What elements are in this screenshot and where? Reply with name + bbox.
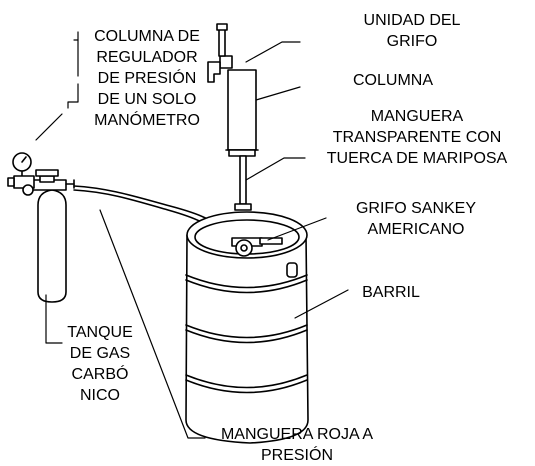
label-gas-hose-line-2: PRESIÓN: [260, 447, 333, 464]
label-tower-line-1: COLUMNA: [352, 72, 433, 89]
label-regulator-line-1: COLUMNA DE: [94, 28, 200, 45]
label-regulator-line-5: MANÓMETRO: [94, 112, 200, 129]
label-faucet: UNIDAD DEL GRIFO: [322, 10, 502, 52]
label-coupler-line-1: GRIFO SANKEY: [355, 200, 477, 217]
label-coupler-line-2: AMERICANO: [367, 221, 465, 238]
label-faucet-line-1: UNIDAD DEL: [363, 12, 461, 29]
label-keg: BARRIL: [350, 282, 432, 303]
pressure-regulator: [7, 152, 75, 196]
label-keg-line-1: BARRIL: [362, 284, 420, 301]
label-faucet-line-2: GRIFO: [386, 33, 438, 50]
label-regulator-line-3: DE PRESIÓN: [97, 70, 197, 87]
label-clear-hose-line-2: TRANSPARENTE CON: [332, 129, 502, 146]
label-regulator-line-4: DE UN SOLO: [97, 91, 197, 108]
label-co2-tank-line-2: DE GAS: [69, 345, 131, 362]
keg: [185, 211, 309, 444]
label-tower: COLUMNA: [322, 70, 464, 91]
tower-assembly: [207, 23, 259, 211]
label-co2-tank: TANQUE DE GAS CARBÓ NICO: [54, 322, 146, 406]
label-clear-hose-line-1: MANGUERA: [370, 108, 464, 125]
label-regulator: COLUMNA DE REGULADOR DE PRESIÓN DE UN SO…: [78, 26, 216, 131]
co2-tank: [37, 181, 67, 303]
label-co2-tank-line-4: NICO: [80, 387, 120, 404]
label-gas-hose-line-1: MANGUERA ROJA A: [220, 426, 374, 443]
leader-lines: [35, 31, 349, 439]
label-co2-tank-line-1: TANQUE: [67, 324, 133, 341]
label-clear-hose: MANGUERA TRANSPARENTE CON TUERCA DE MARI…: [304, 106, 530, 169]
label-coupler: GRIFO SANKEY AMERICANO: [326, 198, 506, 240]
label-regulator-line-2: REGULADOR: [96, 49, 198, 66]
label-gas-hose: MANGUERA ROJA A PRESIÓN: [204, 424, 390, 466]
label-clear-hose-line-3: TUERCA DE MARIPOSA: [326, 150, 508, 167]
label-co2-tank-line-3: CARBÓ: [71, 366, 129, 383]
